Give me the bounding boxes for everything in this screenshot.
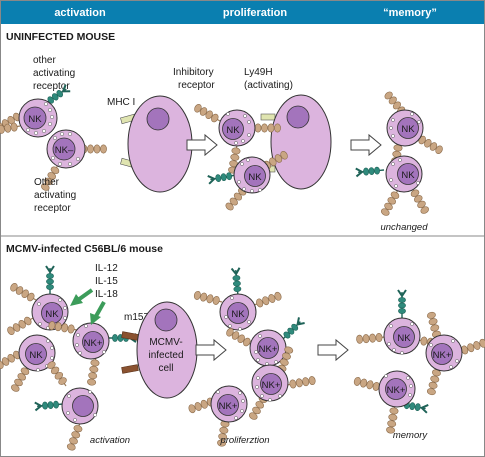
svg-text:NK+: NK+ (84, 338, 103, 349)
label-inhibitory-receptor: Inhibitory receptor (173, 67, 215, 91)
svg-text:NK: NK (231, 309, 245, 320)
svg-text:NK: NK (29, 350, 43, 361)
svg-text:NK+: NK+ (219, 401, 238, 412)
label-unchanged: unchanged (380, 222, 428, 233)
svg-text:(activating): (activating) (244, 80, 293, 91)
nk-cell: NK (192, 266, 283, 331)
header-activation: activation (54, 7, 106, 19)
svg-text:NK+: NK+ (433, 350, 452, 361)
header-bar (0, 0, 485, 24)
svg-text:other: other (33, 55, 56, 66)
uninfected-title: UNINFECTED MOUSE (6, 31, 115, 43)
svg-text:receptor: receptor (34, 203, 71, 214)
nk-minus-cell: NK– (39, 129, 108, 193)
nk-cell: NK (0, 83, 72, 138)
label-activation: activation (90, 435, 130, 446)
arrow-proliferation-to-memory (350, 134, 382, 156)
nk-cell: NK (192, 102, 282, 175)
target-cell (120, 95, 193, 193)
nk-plus-cell: NK+ (47, 320, 137, 387)
label-memory: memory (393, 430, 429, 441)
svg-text:cell: cell (158, 363, 173, 374)
nk-cell: NK (5, 265, 69, 337)
nk-plus-cell: NK+ (224, 316, 306, 367)
nk-cell: NK (206, 149, 290, 213)
header-proliferation: proliferation (223, 7, 287, 19)
arrow-activation-to-proliferation (195, 339, 227, 361)
label-mhc-i: MHC I (107, 97, 135, 108)
svg-text:Inhibitory: Inhibitory (173, 67, 214, 78)
nk-cell: NK (354, 155, 431, 218)
svg-text:NK: NK (226, 125, 240, 136)
nk-cell (33, 359, 99, 452)
infected-title: MCMV-infected C56BL/6 mouse (6, 243, 163, 255)
nk-plus-cell: NK+ (425, 310, 485, 397)
nk-cell: NK (355, 289, 448, 355)
svg-text:infected: infected (148, 350, 183, 361)
nk-cell: NK (382, 89, 445, 172)
svg-text:IL-18: IL-18 (95, 289, 118, 300)
svg-text:MCMV-: MCMV- (149, 337, 182, 348)
svg-text:receptor: receptor (33, 81, 70, 92)
arrow-proliferation-to-memory (317, 339, 349, 361)
svg-text:NK: NK (248, 172, 262, 183)
nk-plus-cell: NK+ (187, 385, 248, 448)
header-memory: “memory” (383, 7, 437, 19)
nk-plus-cell: NK+ (352, 370, 430, 435)
svg-text:NK: NK (401, 170, 415, 181)
label-other-activating-receptor-top: other activating receptor (33, 55, 75, 92)
svg-text:Ly49H: Ly49H (244, 67, 273, 78)
svg-text:NK+: NK+ (259, 344, 278, 355)
svg-text:NK: NK (45, 309, 59, 320)
nk-cell: NK (0, 334, 56, 394)
label-proliferation: proliferztion (219, 435, 269, 446)
nk-minus-label: NK– (55, 145, 74, 156)
svg-text:NK+: NK+ (387, 385, 406, 396)
target-cell (260, 94, 332, 190)
cytokine-arrow (90, 301, 106, 325)
label-other-activating-receptor-bottom: Other activating receptor (34, 177, 76, 214)
svg-text:IL-12: IL-12 (95, 263, 118, 274)
svg-text:NK: NK (401, 124, 415, 135)
svg-text:activating: activating (34, 190, 76, 201)
svg-text:receptor: receptor (178, 80, 215, 91)
label-ly49h: Ly49H (activating) (244, 67, 293, 91)
svg-text:Other: Other (34, 177, 60, 188)
cytokine-arrow (70, 288, 94, 306)
label-cytokines: IL-12 IL-15 IL-18 (95, 263, 118, 300)
svg-text:activating: activating (33, 68, 75, 79)
label-m157: m157 (124, 312, 149, 323)
infected-cell: MCMV- infected cell (121, 301, 198, 399)
svg-text:NK+: NK+ (262, 380, 281, 391)
svg-text:IL-15: IL-15 (95, 276, 118, 287)
nk-label: NK (28, 114, 42, 125)
svg-text:NK: NK (397, 333, 411, 344)
nk-plus-cell: NK+ (247, 345, 317, 422)
